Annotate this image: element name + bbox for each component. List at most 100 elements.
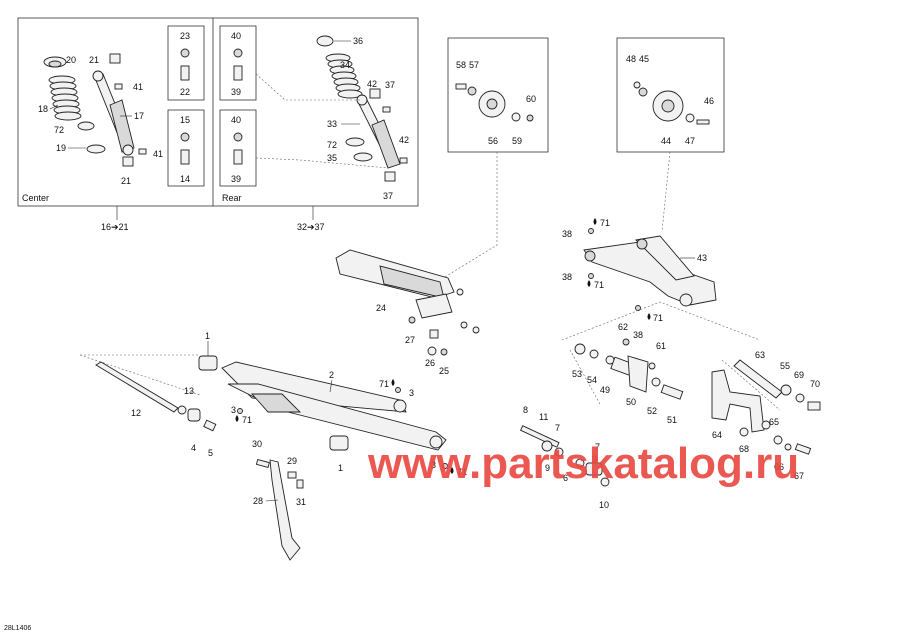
callout-47: 47 (685, 136, 695, 146)
callout-26: 26 (425, 358, 435, 368)
center-group-range: 16➔21 (101, 222, 129, 232)
callout-34: 34 (340, 60, 350, 70)
callout-1b: 1 (338, 463, 343, 473)
callout-13: 13 (184, 386, 194, 396)
callout-36: 36 (353, 36, 363, 46)
callout-52: 52 (647, 406, 657, 416)
callout-29: 29 (287, 456, 297, 466)
callout-65: 65 (769, 417, 779, 427)
callout-20: 20 (66, 55, 76, 65)
callout-24: 24 (376, 303, 386, 313)
callout-3: 3 (409, 388, 414, 398)
callout-25: 25 (439, 366, 449, 376)
callout-63: 63 (755, 350, 765, 360)
front-suspension-arm (335, 249, 480, 356)
callout-12: 12 (131, 408, 141, 418)
watermark: www.partskatalog.ru (367, 439, 799, 488)
callout-21b: 21 (121, 176, 131, 186)
callout-38b: 38 (562, 272, 572, 282)
callout-30: 30 (252, 439, 262, 449)
callout-43: 43 (697, 253, 707, 263)
pivot-bolt-assembly (520, 425, 610, 487)
callout-49: 49 (600, 385, 610, 395)
callout-58: 58 (456, 60, 466, 70)
callout-62: 62 (618, 322, 628, 332)
callout-40: 40 (231, 31, 241, 41)
callout-68: 68 (739, 444, 749, 454)
callout-35: 35 (327, 153, 337, 163)
callout-45: 45 (639, 54, 649, 64)
callout-56: 56 (488, 136, 498, 146)
callout-40b: 40 (231, 115, 241, 125)
rear-suspension-arm (561, 228, 761, 405)
callout-1: 1 (205, 331, 210, 341)
callout-6: 6 (563, 473, 568, 483)
callout-7: 7 (555, 423, 560, 433)
callout-31: 31 (296, 497, 306, 507)
callout-4: 4 (191, 443, 196, 453)
callout-42b: 42 (399, 135, 409, 145)
center-group-title: Center (22, 193, 49, 203)
part-number-labels: 1 2 3 4 5 6 7 8 9 10 11 12 13 14 15 17 1… (38, 31, 820, 510)
callout-50: 50 (626, 397, 636, 407)
callout-21: 21 (89, 55, 99, 65)
callout-15: 15 (180, 115, 190, 125)
lube-callout: 71 (593, 218, 610, 228)
callout-7b: 7 (595, 442, 600, 452)
svg-text:71: 71 (653, 313, 663, 323)
callout-72b: 72 (327, 140, 337, 150)
callout-44: 44 (661, 136, 671, 146)
callout-8: 8 (523, 405, 528, 415)
callout-18: 18 (38, 104, 48, 114)
callout-39: 39 (231, 87, 241, 97)
rear-group-range: 32➔37 (297, 222, 325, 232)
callout-10: 10 (599, 500, 609, 510)
stopper-lever (255, 458, 304, 561)
svg-text:71: 71 (600, 218, 610, 228)
callout-53: 53 (572, 369, 582, 379)
lubricant-callouts: 71 71 71 71 71 71 (235, 218, 663, 477)
center-shock-drawing (43, 48, 190, 167)
idler-wheel-boxes (439, 37, 725, 281)
callout-2: 2 (329, 370, 334, 380)
rear-group-title: Rear (222, 193, 242, 203)
front-shaft-hardware (79, 354, 448, 469)
callout-9: 9 (545, 463, 550, 473)
callout-39b: 39 (231, 174, 241, 184)
callout-5: 5 (208, 448, 213, 458)
callout-22: 22 (180, 87, 190, 97)
callout-42: 42 (367, 79, 377, 89)
callout-33: 33 (327, 119, 337, 129)
callout-66: 66 (774, 462, 784, 472)
callout-11: 11 (539, 412, 548, 422)
callout-70: 70 (810, 379, 820, 389)
lube-callout: 71 (647, 313, 663, 323)
callout-67: 67 (794, 471, 804, 481)
callout-3c: 3 (431, 460, 436, 470)
callout-54: 54 (587, 375, 597, 385)
callout-55: 55 (780, 361, 790, 371)
callout-60: 60 (526, 94, 536, 104)
svg-text:71: 71 (379, 379, 389, 389)
callout-57: 57 (469, 60, 479, 70)
callout-19: 19 (56, 143, 66, 153)
lube-callout: 71 (450, 467, 467, 477)
callout-14: 14 (180, 174, 190, 184)
callout-27: 27 (405, 335, 415, 345)
callout-17: 17 (134, 111, 144, 121)
callout-59: 59 (512, 136, 522, 146)
callout-64: 64 (712, 430, 722, 440)
callout-41b: 41 (153, 149, 163, 159)
lube-callout: 71 (379, 379, 395, 389)
callout-51: 51 (667, 415, 677, 425)
callout-28: 28 (253, 496, 263, 506)
callout-61: 61 (656, 341, 666, 351)
callout-38: 38 (562, 229, 572, 239)
callout-48: 48 (626, 54, 636, 64)
svg-text:71: 71 (457, 467, 467, 477)
lube-callout: 71 (587, 280, 604, 290)
callout-69: 69 (794, 370, 804, 380)
lube-callout: 71 (235, 415, 252, 425)
rear-linkage (574, 338, 821, 455)
